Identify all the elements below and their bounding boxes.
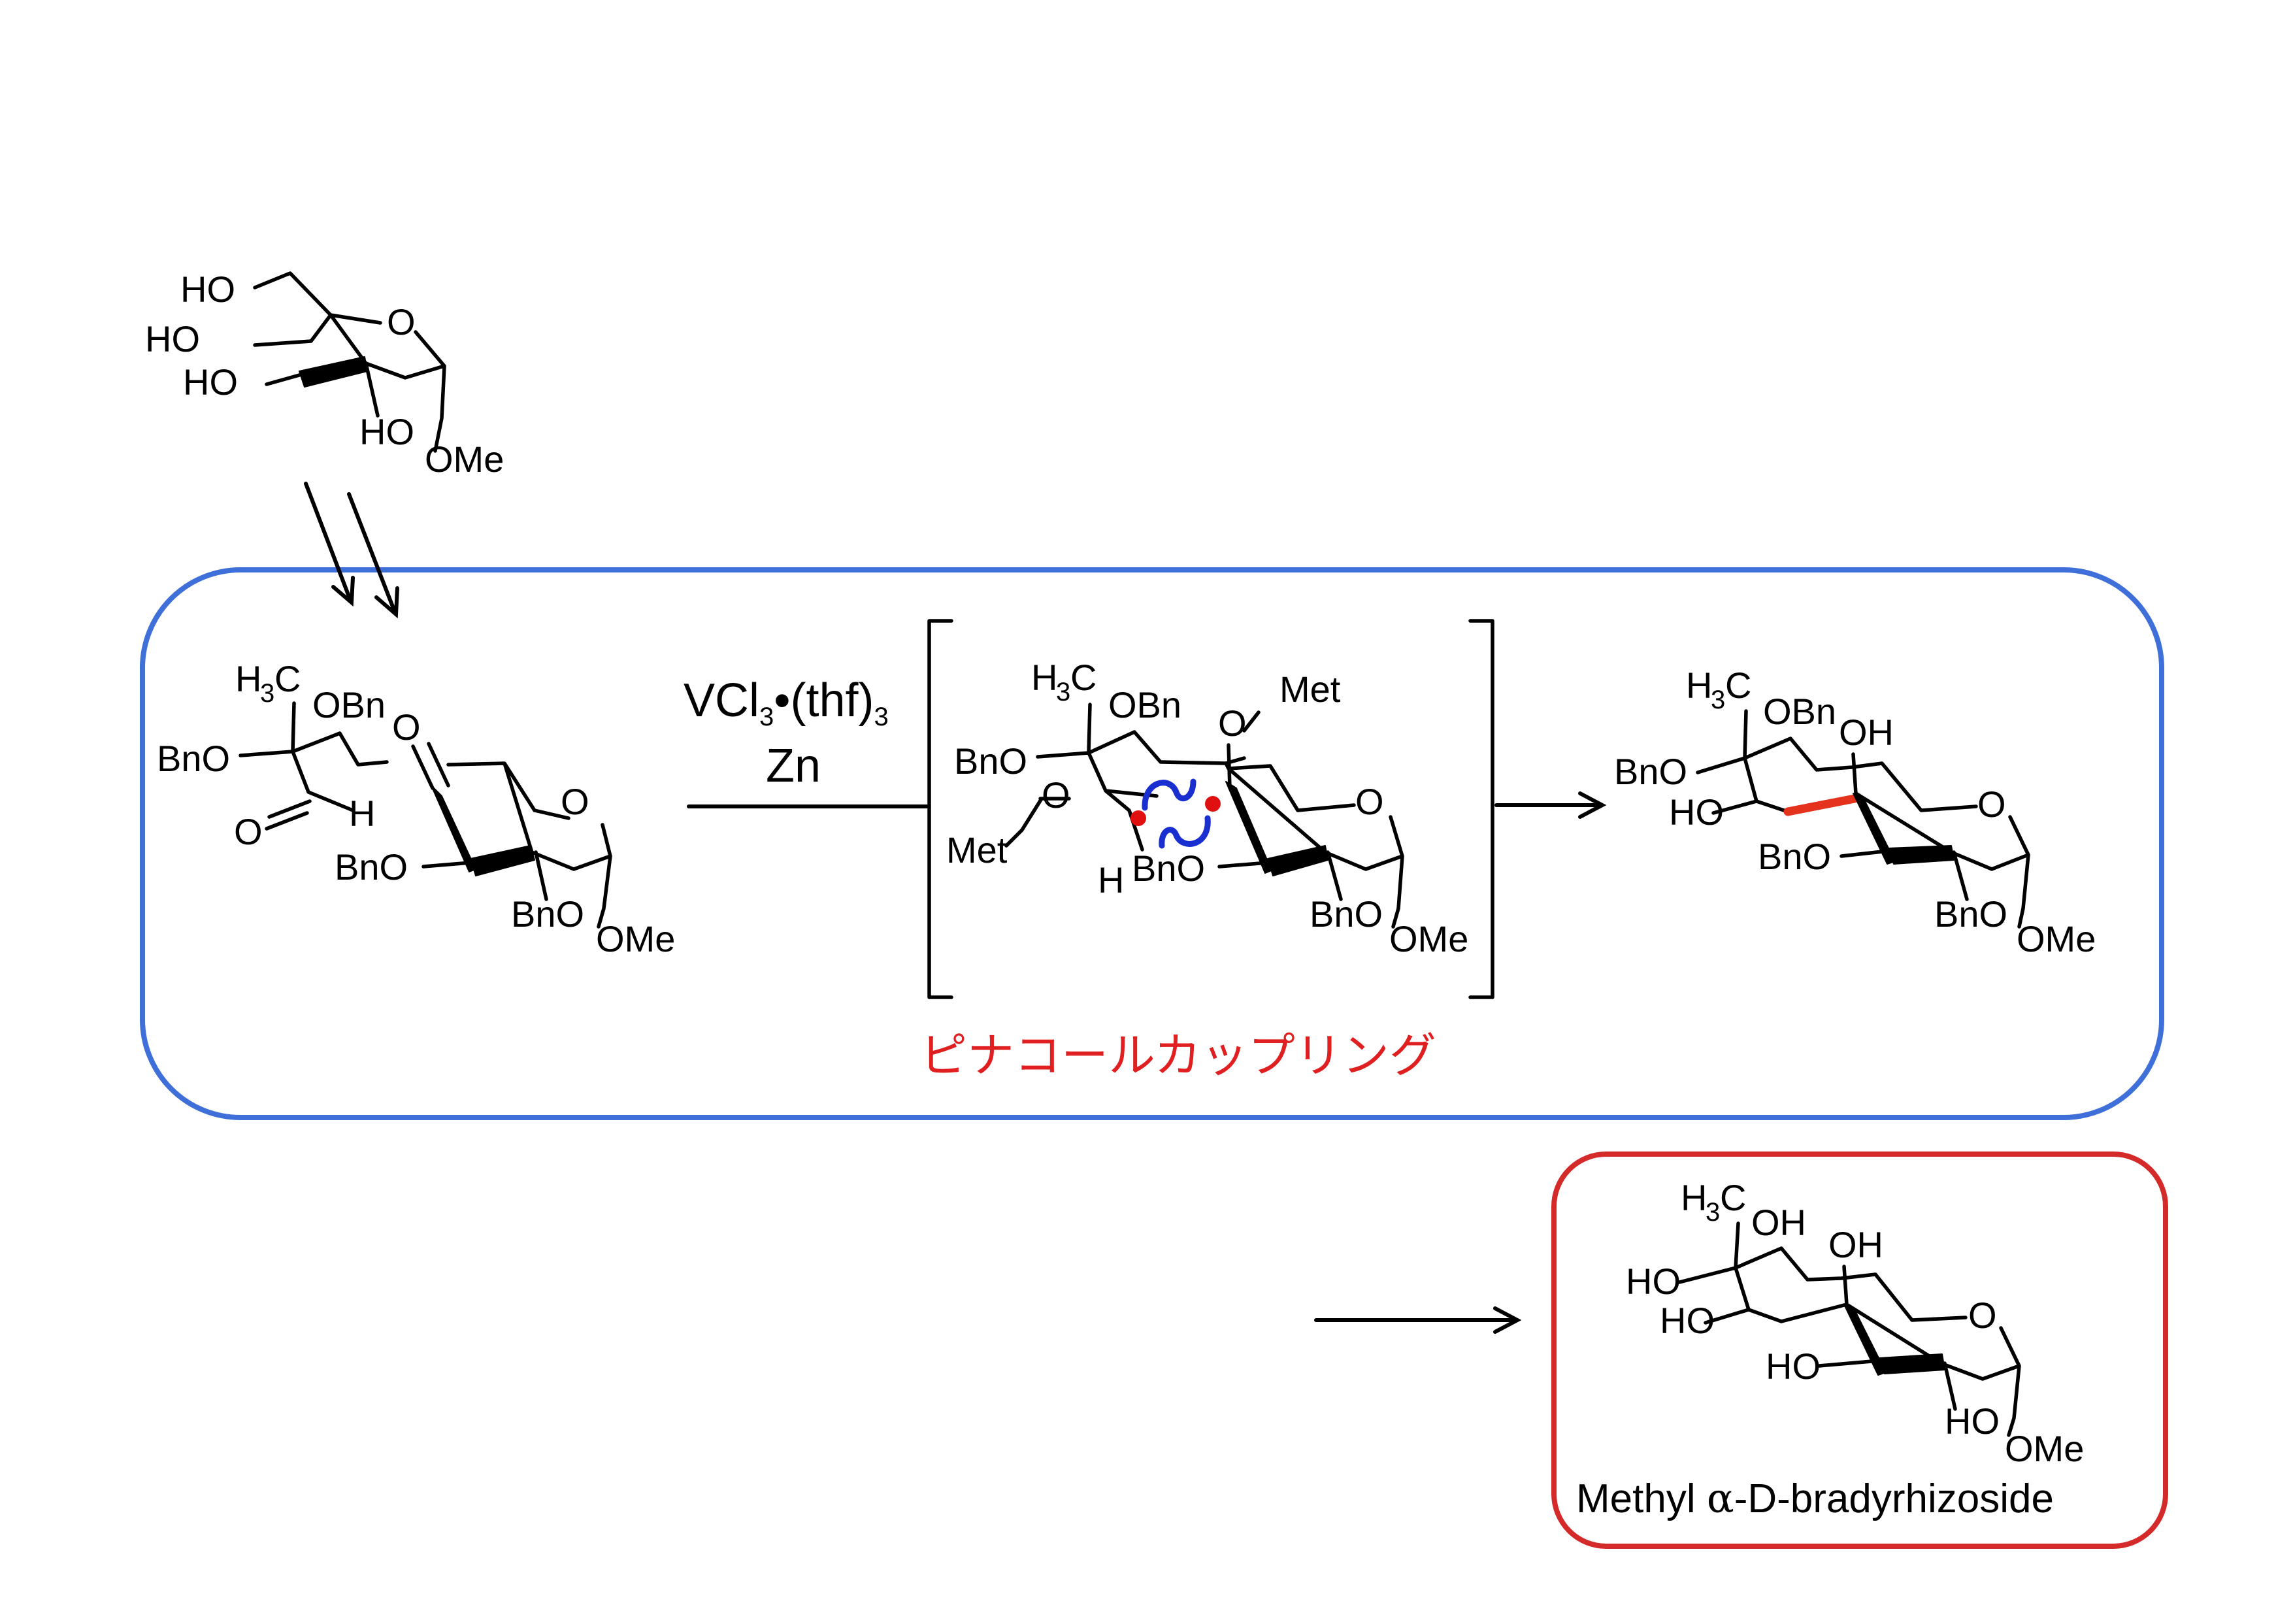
sm-label-ho-2: HO	[145, 318, 200, 359]
im-label-met-top: Met	[1279, 669, 1341, 710]
da-bonds	[239, 701, 612, 929]
final-product-name-rest: -D-bradyrhizoside	[1734, 1476, 2054, 1521]
reagent-line-1: VCl3•(thf)3	[684, 674, 889, 731]
im-label-o-top: O	[1218, 703, 1247, 744]
reagent-sub-2: 3	[874, 703, 888, 731]
sm-label-ho-3: HO	[183, 361, 238, 403]
im-wedge-bond-1	[1267, 845, 1328, 876]
reagent-vcl: VCl	[684, 674, 759, 727]
fp-label-oh-2: OH	[1828, 1224, 1883, 1265]
electron-arrow-upper	[1142, 778, 1196, 811]
im-methyl-sub: 3	[1056, 678, 1070, 706]
radical-dot-right	[1205, 796, 1221, 812]
final-product-frame	[1551, 1152, 2168, 1549]
left-bracket	[927, 619, 953, 999]
im-label-bno-3: BnO	[1310, 893, 1383, 935]
cp-wedge-bond-1	[1888, 845, 1955, 865]
fp-methyl-h: H	[1681, 1177, 1707, 1218]
reagent-sub-1: 3	[759, 703, 774, 731]
da-label-h: H	[349, 793, 375, 834]
da-methyl-c: C	[274, 658, 301, 699]
cp-label-bno-1: BnO	[1614, 751, 1687, 792]
multi-step-arrows	[304, 482, 399, 619]
da-label-ome: OMe	[596, 918, 675, 959]
cp-methyl-h: H	[1686, 665, 1712, 706]
coupled-product-structure: H 3 C OBn OH BnO HO O BnO BnO OMe	[1614, 665, 2096, 959]
im-label-met-left: Met	[946, 829, 1008, 870]
final-product-structure: H 3 C OH OH HO HO O HO HO OMe Methyl α-D…	[1576, 1177, 2084, 1522]
fp-label-ring-o: O	[1968, 1295, 1997, 1336]
cp-label-ome: OMe	[2017, 918, 2096, 959]
pinacol-coupling-label: ピナコールカップリング	[920, 1030, 1436, 1082]
fp-methyl-sub: 3	[1706, 1198, 1720, 1227]
im-bonds	[1004, 703, 1404, 929]
da-wedge-bond-1	[470, 845, 535, 876]
im-label-obn: OBn	[1108, 684, 1181, 725]
right-bracket	[1468, 619, 1494, 999]
dialdehyde-structure: H 3 C OBn BnO H O O O BnO BnO OMe	[157, 658, 675, 959]
im-label-ome: OMe	[1389, 918, 1468, 959]
pinacol-coupling-frame	[140, 567, 2164, 1120]
final-product-name-alpha: α	[1707, 1474, 1734, 1522]
fp-wedge-bond-2	[1843, 1304, 1887, 1376]
cp-label-oh: OH	[1839, 712, 1894, 753]
da-methyl-h: H	[235, 658, 261, 699]
da-label-o-aldehyde-2: O	[392, 706, 421, 748]
fp-label-ho-2: HO	[1660, 1300, 1715, 1341]
fp-methyl-c: C	[1720, 1177, 1746, 1218]
radical-dot-left	[1130, 810, 1146, 826]
cp-label-ring-o: O	[1977, 784, 2006, 825]
da-label-o-aldehyde-1: O	[234, 811, 263, 852]
im-label-bno-1: BnO	[954, 740, 1027, 782]
fp-wedge-bond-1	[1879, 1353, 1945, 1374]
fp-label-ome: OMe	[2005, 1428, 2084, 1469]
fp-bonds	[1677, 1221, 2021, 1437]
fp-label-oh-1: OH	[1751, 1202, 1806, 1243]
cp-label-obn: OBn	[1763, 691, 1836, 732]
final-product-name: Methyl α-D-bradyrhizoside	[1576, 1474, 2054, 1522]
reaction-arrow-3-group	[1314, 1306, 1522, 1334]
da-wedge-bond-2	[431, 785, 476, 872]
im-wedge-bond-2	[1225, 781, 1272, 874]
reagent-line-2: Zn	[766, 740, 821, 792]
da-methyl-sub: 3	[260, 679, 274, 708]
fp-label-ho-3: HO	[1766, 1346, 1821, 1387]
cp-wedge-bond-2	[1853, 793, 1896, 865]
cp-label-bno-2: BnO	[1758, 836, 1831, 877]
starting-material-structure: HO HO HO O HO OMe	[145, 269, 504, 480]
im-label-h: H	[1098, 859, 1124, 901]
sm-label-ho-1: HO	[180, 269, 235, 310]
sm-wedge-bond	[299, 356, 368, 388]
sm-label-ring-o: O	[387, 301, 416, 342]
electron-arrow-lower	[1159, 815, 1211, 849]
cp-methyl-c: C	[1725, 665, 1751, 706]
cp-label-bno-3: BnO	[1934, 893, 2007, 935]
fp-label-ho-1: HO	[1626, 1261, 1681, 1302]
im-methyl-c: C	[1070, 657, 1097, 698]
sm-label-ho-4: HO	[359, 411, 414, 452]
im-label-ring-o: O	[1355, 781, 1384, 822]
cp-bonds	[1696, 709, 2030, 929]
reagent-arrow-group: VCl3•(thf)3 Zn	[684, 674, 930, 808]
cp-new-cc-bond	[1783, 794, 1859, 816]
reagent-thf: •(thf)	[774, 674, 874, 727]
im-label-bno-2: BnO	[1132, 848, 1205, 889]
im-label-o-left: O	[1042, 774, 1070, 816]
sm-bonds	[253, 271, 446, 453]
da-label-obn: OBn	[312, 684, 386, 725]
reaction-arrow-2-group	[1494, 791, 1607, 819]
final-product-name-prefix: Methyl	[1576, 1476, 1707, 1521]
da-label-bno: BnO	[157, 738, 230, 779]
da-label-bno-2: BnO	[335, 846, 408, 887]
da-label-ring-o: O	[561, 781, 589, 822]
intermediate-structure: H 3 C OBn O Met BnO O Met H BnO O BnO OM…	[927, 619, 1494, 999]
im-methyl-h: H	[1031, 657, 1057, 698]
cp-methyl-sub: 3	[1711, 686, 1725, 714]
